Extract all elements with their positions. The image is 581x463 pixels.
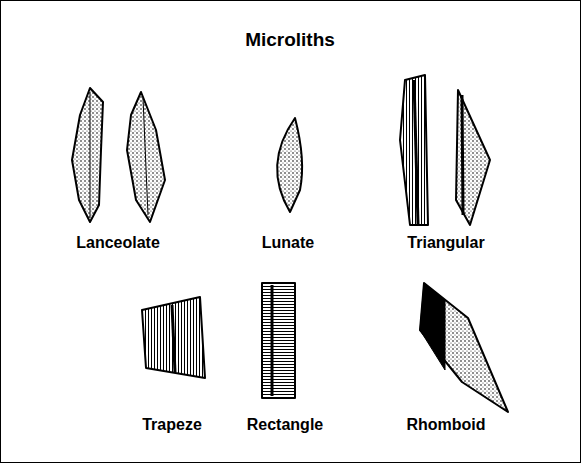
lunate	[277, 118, 302, 212]
trapeze	[142, 297, 205, 378]
microlith-label: Lunate	[262, 234, 314, 252]
rectangle	[262, 283, 295, 398]
lanceolate-right	[127, 92, 165, 222]
lanceolate-left	[72, 88, 103, 222]
diagram-title: Microliths	[245, 30, 335, 51]
triangular-right	[456, 90, 490, 225]
microlith-label: Trapeze	[142, 416, 202, 434]
microlith-label: Triangular	[407, 234, 484, 252]
microlith-label: Rhomboid	[406, 416, 485, 434]
microlith-label: Lanceolate	[76, 234, 160, 252]
triangular-left	[400, 75, 428, 225]
rhomboid	[420, 283, 508, 412]
microlith-label: Rectangle	[247, 416, 323, 434]
